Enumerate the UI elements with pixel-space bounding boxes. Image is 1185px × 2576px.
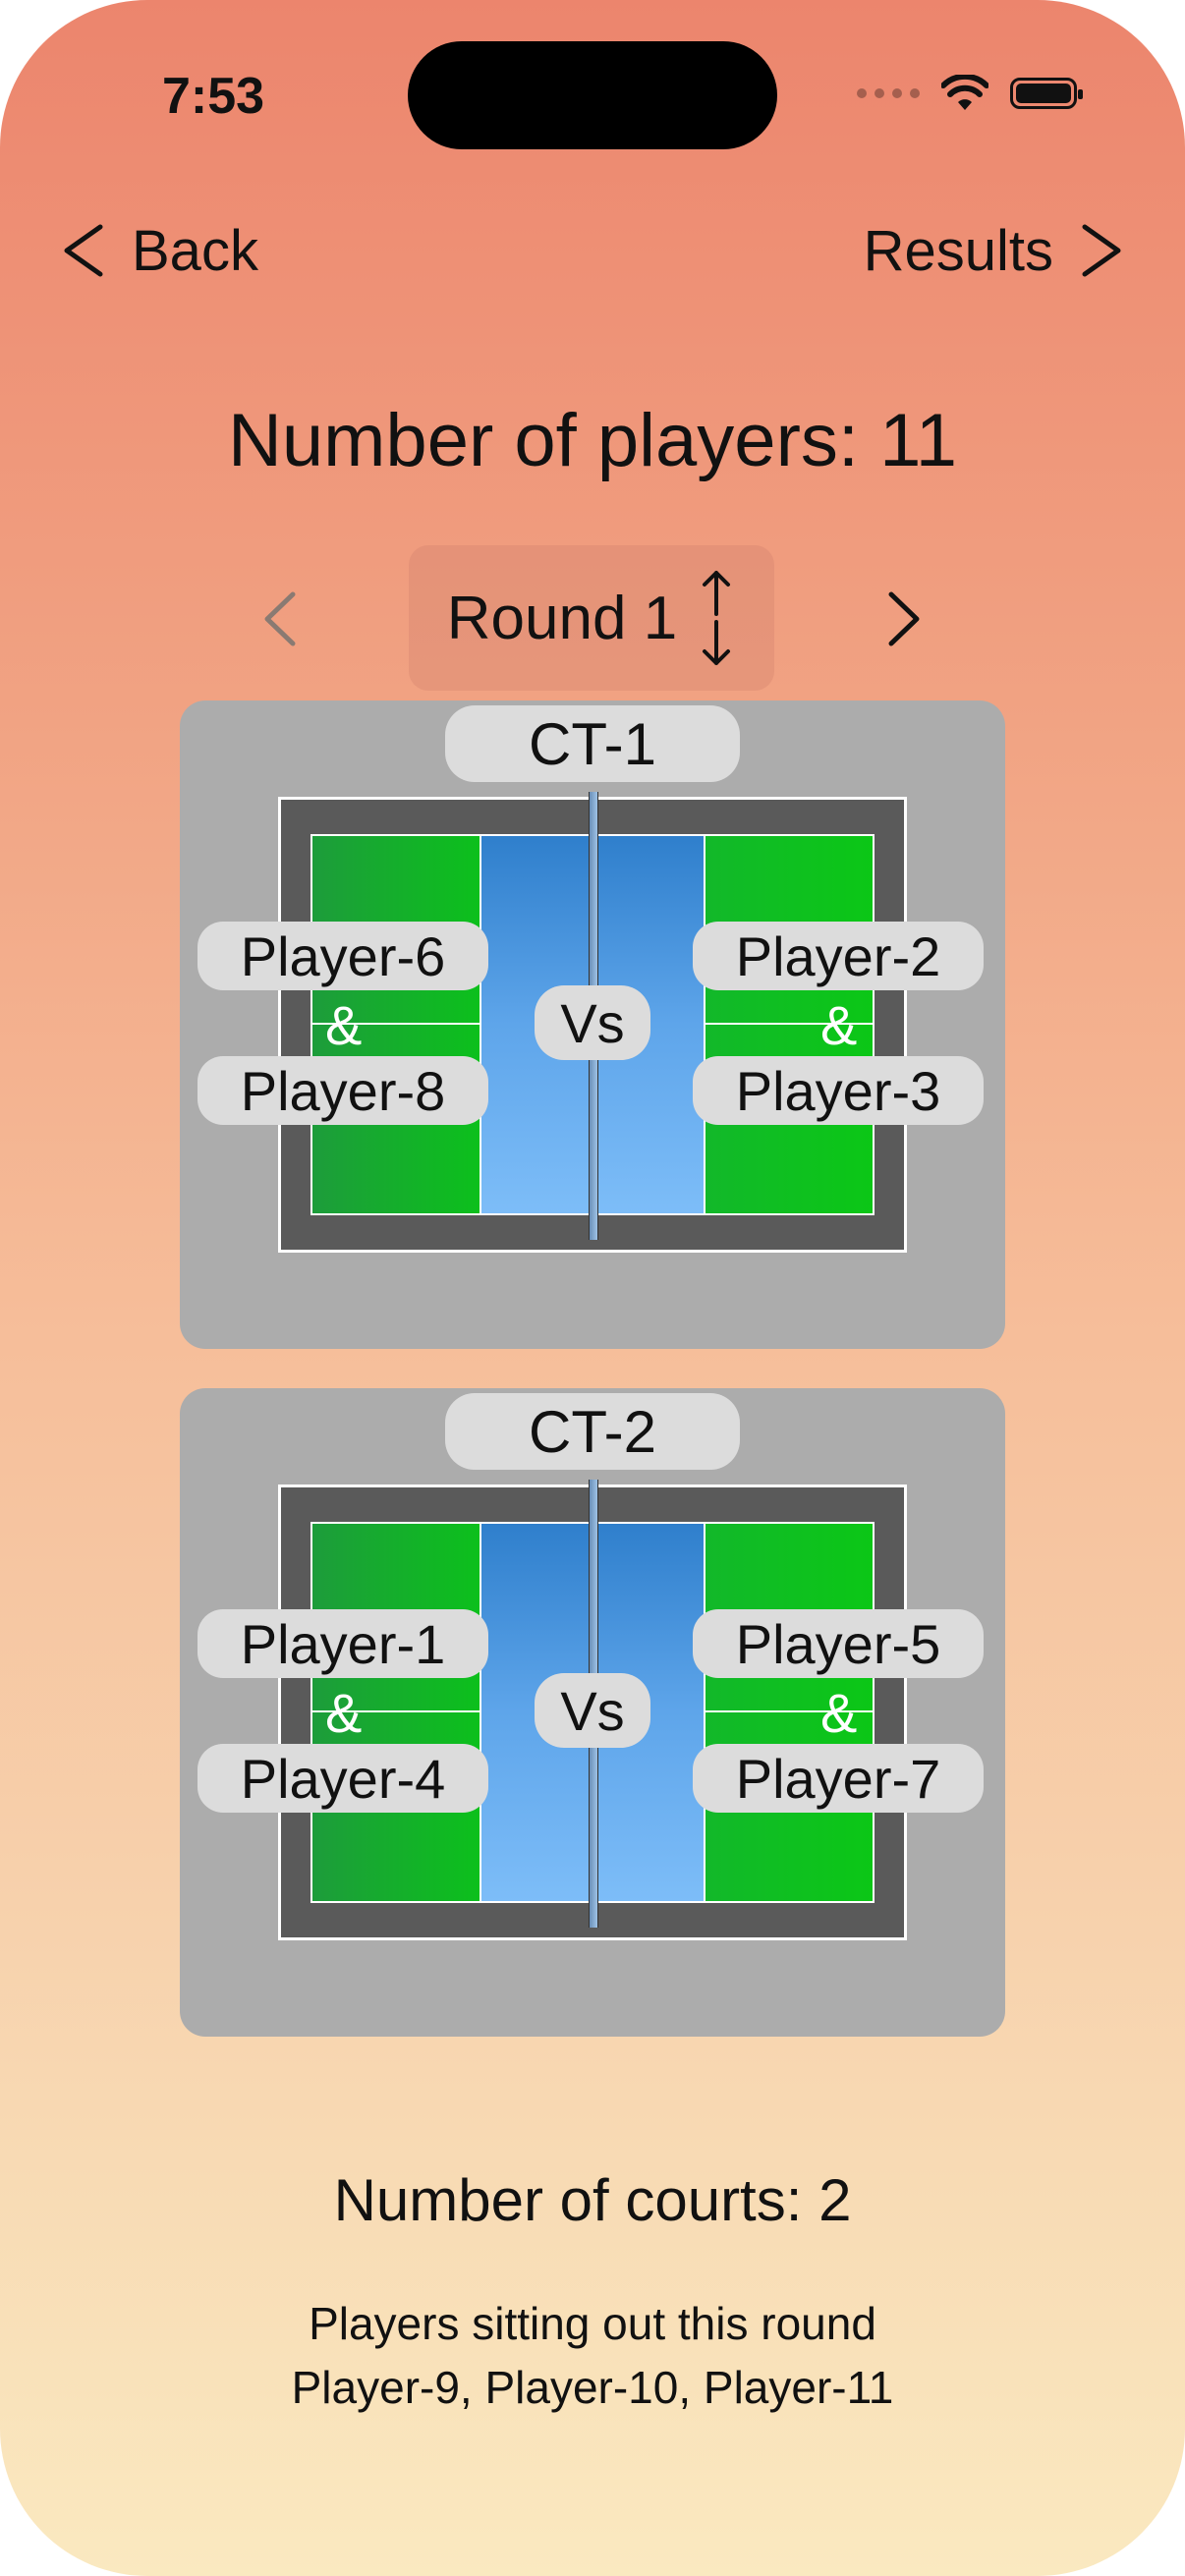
court-field	[278, 1480, 907, 1940]
results-button[interactable]: Results	[864, 206, 1124, 295]
player-name: Player-5	[693, 1609, 984, 1678]
status-time: 7:53	[162, 68, 265, 125]
court-field	[278, 792, 907, 1253]
vs-label: Vs	[535, 985, 650, 1060]
court-label: CT-2	[445, 1393, 740, 1470]
player-name: Player-6	[198, 922, 488, 990]
chevron-left-icon	[64, 224, 103, 277]
back-label: Back	[132, 218, 258, 283]
ampersand-label: &	[325, 1682, 363, 1744]
player-name: Player-3	[693, 1056, 984, 1125]
chevron-right-icon	[888, 591, 920, 646]
status-icons	[857, 69, 1083, 118]
previous-round-button[interactable]	[246, 575, 314, 663]
battery-icon	[1010, 78, 1083, 109]
ampersand-label: &	[820, 994, 858, 1056]
chevron-right-icon	[1082, 224, 1121, 277]
player-name: Player-4	[198, 1744, 488, 1813]
ampersand-label: &	[325, 994, 363, 1056]
results-label: Results	[863, 218, 1053, 283]
next-round-button[interactable]	[870, 575, 938, 663]
page-title: Number of players: 11	[227, 399, 958, 482]
sitting-out-list: Player-9, Player-10, Player-11	[291, 2362, 894, 2413]
courts-count: Number of courts: 2	[333, 2167, 852, 2233]
player-name: Player-7	[693, 1744, 984, 1813]
round-picker[interactable]: Round 1	[409, 545, 774, 691]
ampersand-label: &	[820, 1682, 858, 1744]
up-down-arrows-icon	[703, 571, 731, 665]
vs-label: Vs	[535, 1673, 650, 1748]
player-name: Player-2	[693, 922, 984, 990]
court-card-2: CT-2 Player-1 & Player-4 Vs Player-5 & P…	[180, 1388, 1005, 2037]
court-card-1: CT-1 Player-6 & Player-8 Vs Player-2 & P…	[180, 700, 1005, 1349]
sitting-out-title: Players sitting out this round	[309, 2298, 876, 2349]
wifi-icon	[941, 75, 988, 110]
court-label: CT-1	[445, 705, 740, 782]
player-name: Player-8	[198, 1056, 488, 1125]
player-name: Player-1	[198, 1609, 488, 1678]
chevron-left-icon	[264, 591, 296, 646]
round-selector: Round 1	[0, 545, 1185, 691]
dynamic-island	[408, 41, 777, 149]
round-label: Round 1	[446, 584, 678, 652]
signal-icon	[857, 88, 920, 98]
back-button[interactable]: Back	[61, 206, 258, 295]
